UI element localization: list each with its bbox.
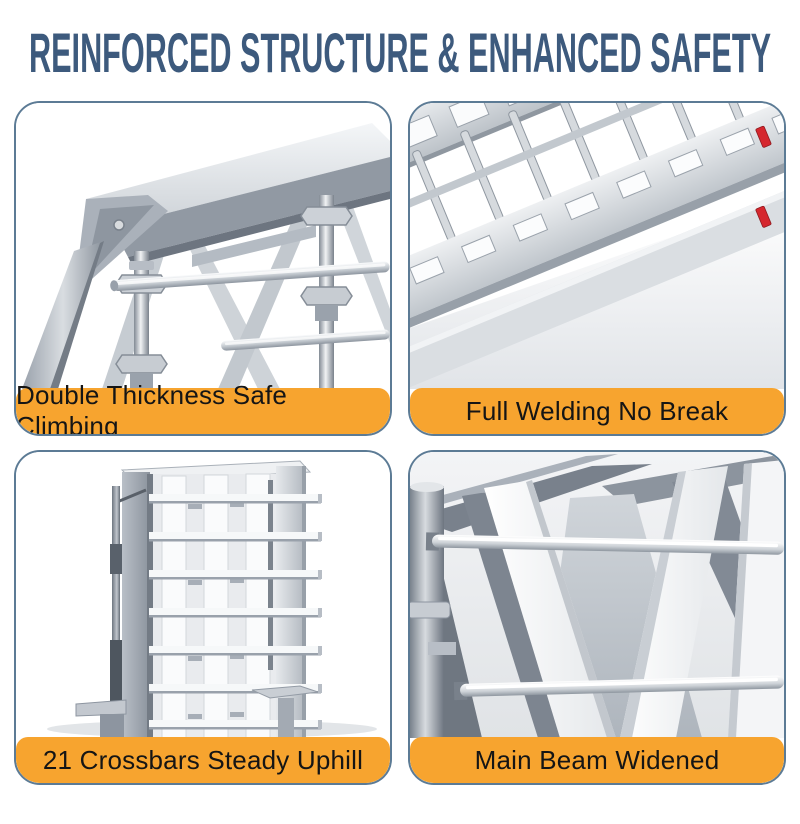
page-title-art: REINFORCED STRUCTURE & ENHANCED SAFETY xyxy=(29,21,771,84)
round-crossbar-upper xyxy=(110,261,390,292)
support-rod-right xyxy=(300,195,353,389)
feature-caption-crossbars: 21 Crossbars Steady Uphill xyxy=(16,737,390,783)
photo-full-welding xyxy=(410,103,784,389)
feature-card-double-thickness: Double Thickness Safe Climbing xyxy=(14,101,392,436)
ramp-top-rail xyxy=(86,123,390,265)
red-reflectors xyxy=(755,125,772,228)
feature-grid: Double Thickness Safe Climbing xyxy=(0,101,800,785)
feature-card-full-welding: Full Welding No Break xyxy=(408,101,786,436)
left-support-leg xyxy=(410,482,456,738)
photo-crossbars xyxy=(16,452,390,738)
feature-card-crossbars: 21 Crossbars Steady Uphill xyxy=(14,450,392,785)
round-crossbar-lower xyxy=(221,329,390,351)
round-crossbar-top xyxy=(425,532,784,555)
folded-ramp-photo xyxy=(47,460,377,738)
feature-caption-main-beam: Main Beam Widened xyxy=(410,737,784,783)
welded-side-rail xyxy=(410,103,784,389)
crossbars xyxy=(149,494,322,730)
ramp-left-leg xyxy=(22,241,104,389)
ramp-apex-photo xyxy=(22,123,390,389)
apex-gusset xyxy=(74,195,168,295)
foot-brackets xyxy=(75,685,319,738)
latch-handle xyxy=(110,486,147,714)
page-title: REINFORCED STRUCTURE & ENHANCED SAFETY xyxy=(29,24,771,84)
photo-double-thickness xyxy=(16,103,390,389)
feature-caption-double-thickness: Double Thickness Safe Climbing xyxy=(16,380,390,434)
welded-rail-photo xyxy=(410,103,784,389)
feature-caption-full-welding: Full Welding No Break xyxy=(410,388,784,434)
round-crossbar-bottom xyxy=(453,675,784,701)
feature-card-main-beam: Main Beam Widened xyxy=(408,450,786,785)
support-rod-left xyxy=(115,251,168,389)
main-beam-closeup-photo xyxy=(410,452,784,738)
photo-main-beam xyxy=(410,452,784,738)
folded-ramp-frame xyxy=(120,460,312,738)
page-header: REINFORCED STRUCTURE & ENHANCED SAFETY xyxy=(0,21,800,89)
